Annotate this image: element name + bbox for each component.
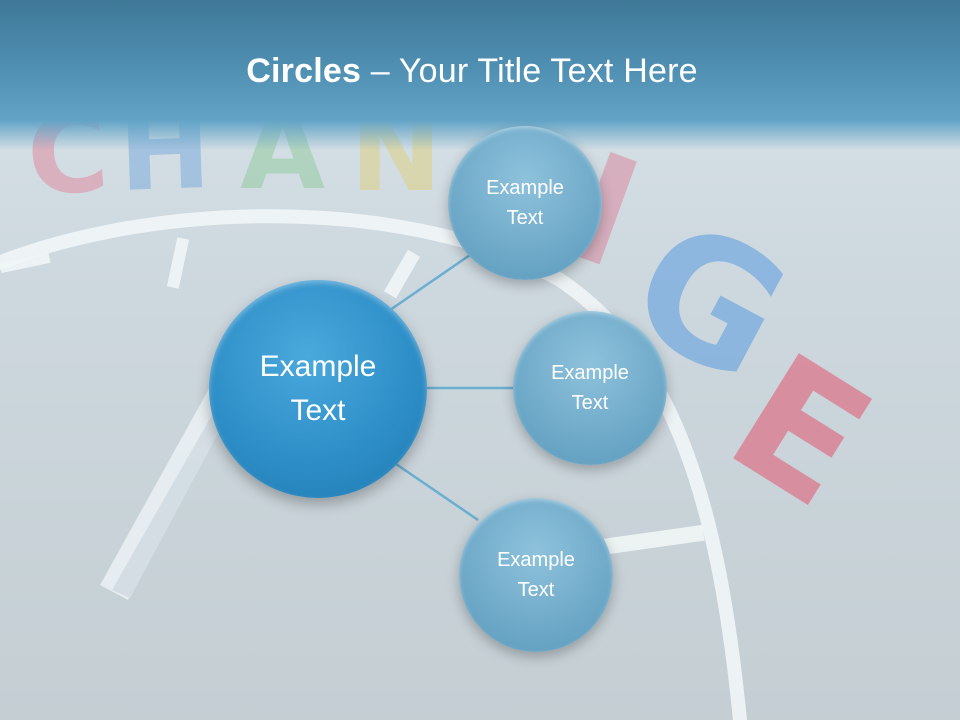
slide-title: Circles – Your Title Text Here: [0, 52, 944, 91]
connector-bottom: [395, 462, 479, 522]
node-circle-line2: Text: [517, 579, 555, 601]
center-circle-line1: Example: [259, 350, 377, 383]
node-circle-line2: Text: [571, 392, 609, 414]
node-circle-bottom[interactable]: Example Text: [459, 498, 613, 652]
center-circle[interactable]: Example Text: [209, 280, 427, 498]
slide-title-rest: – Your Title Text Here: [361, 52, 698, 90]
node-circle-line2: Text: [506, 207, 544, 229]
node-circle-line1: Example: [497, 549, 575, 571]
node-circle-top[interactable]: Example Text: [448, 126, 602, 280]
title-bar: [0, 0, 960, 150]
center-circle-line2: Text: [290, 394, 346, 427]
slide-title-bold: Circles: [246, 52, 362, 90]
node-circle-line1: Example: [551, 362, 629, 384]
node-circle-line1: Example: [486, 177, 564, 199]
connector-top: [389, 253, 471, 312]
node-circle-middle[interactable]: Example Text: [513, 311, 667, 465]
